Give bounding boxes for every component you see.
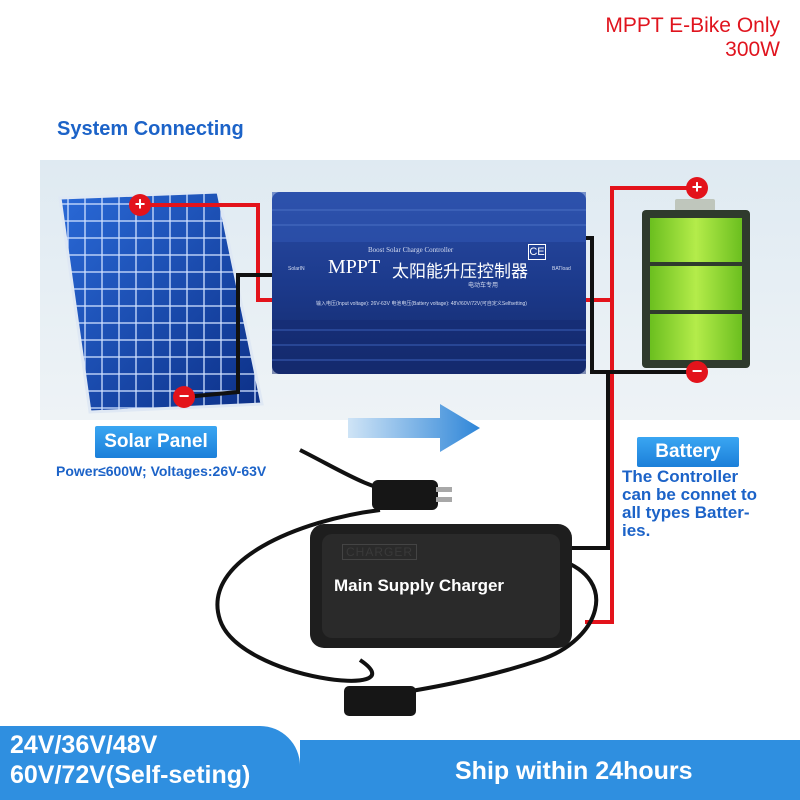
minus-sign: −	[178, 386, 190, 406]
ce-mark-icon: CE	[528, 244, 546, 260]
battery-note-line: can be connet to	[622, 485, 758, 504]
voltage-options-line2: 60V/72V(Self-seting)	[10, 761, 251, 789]
section-title: System Connecting	[57, 118, 244, 140]
charger-graphic	[215, 448, 599, 716]
voltage-options-line1: 24V/36V/48V	[10, 731, 158, 759]
mppt-controller-graphic	[272, 192, 586, 374]
battery-note-line: ies.	[622, 521, 651, 540]
battery-note: The Controller can be connet to all type…	[622, 468, 787, 540]
battery-note-line: The Controller	[622, 467, 739, 486]
controller-left-port: SolarIN	[288, 266, 305, 272]
charger-case-text: CHARGER	[342, 544, 418, 560]
header-line2: 300W	[725, 38, 780, 61]
controller-right-port: BATload	[552, 266, 571, 272]
controller-spec-line: 输入电压(Input voltage): 26V-63V 电池电压(Batter…	[316, 301, 527, 307]
charger-label: Main Supply Charger	[334, 576, 505, 595]
controller-subtitle: Boost Solar Charge Controller	[368, 246, 454, 254]
flow-arrow	[348, 404, 480, 452]
solar-panel-label: Solar Panel	[95, 426, 217, 458]
solar-plus-terminal: +	[129, 194, 151, 216]
header-title: MPPT E-Bike Only 300W	[605, 14, 780, 62]
controller-sub-cn: 电动车专用	[468, 283, 499, 289]
solar-minus-terminal: −	[173, 386, 195, 408]
solar-panel-graphic	[58, 190, 264, 414]
header-line1: MPPT E-Bike Only	[605, 14, 780, 37]
plus-sign: +	[134, 194, 146, 214]
bottom-left-band	[0, 726, 300, 800]
controller-brand: MPPT	[328, 256, 381, 278]
battery-graphic	[642, 199, 750, 368]
battery-label: Battery	[637, 437, 739, 467]
plus-sign: +	[691, 177, 703, 197]
red-wires	[140, 186, 696, 624]
bottom-right-band	[300, 740, 800, 800]
battery-note-line: all types Batter-	[622, 503, 750, 522]
controller-chinese-title: 太阳能升压控制器	[392, 262, 528, 281]
battery-plus-terminal: +	[686, 177, 708, 199]
minus-sign: −	[691, 361, 703, 381]
shipping-note: Ship within 24hours	[455, 757, 693, 785]
battery-minus-terminal: −	[686, 361, 708, 383]
solar-panel-note: Power≤600W; Voltages:26V-63V	[56, 463, 267, 479]
